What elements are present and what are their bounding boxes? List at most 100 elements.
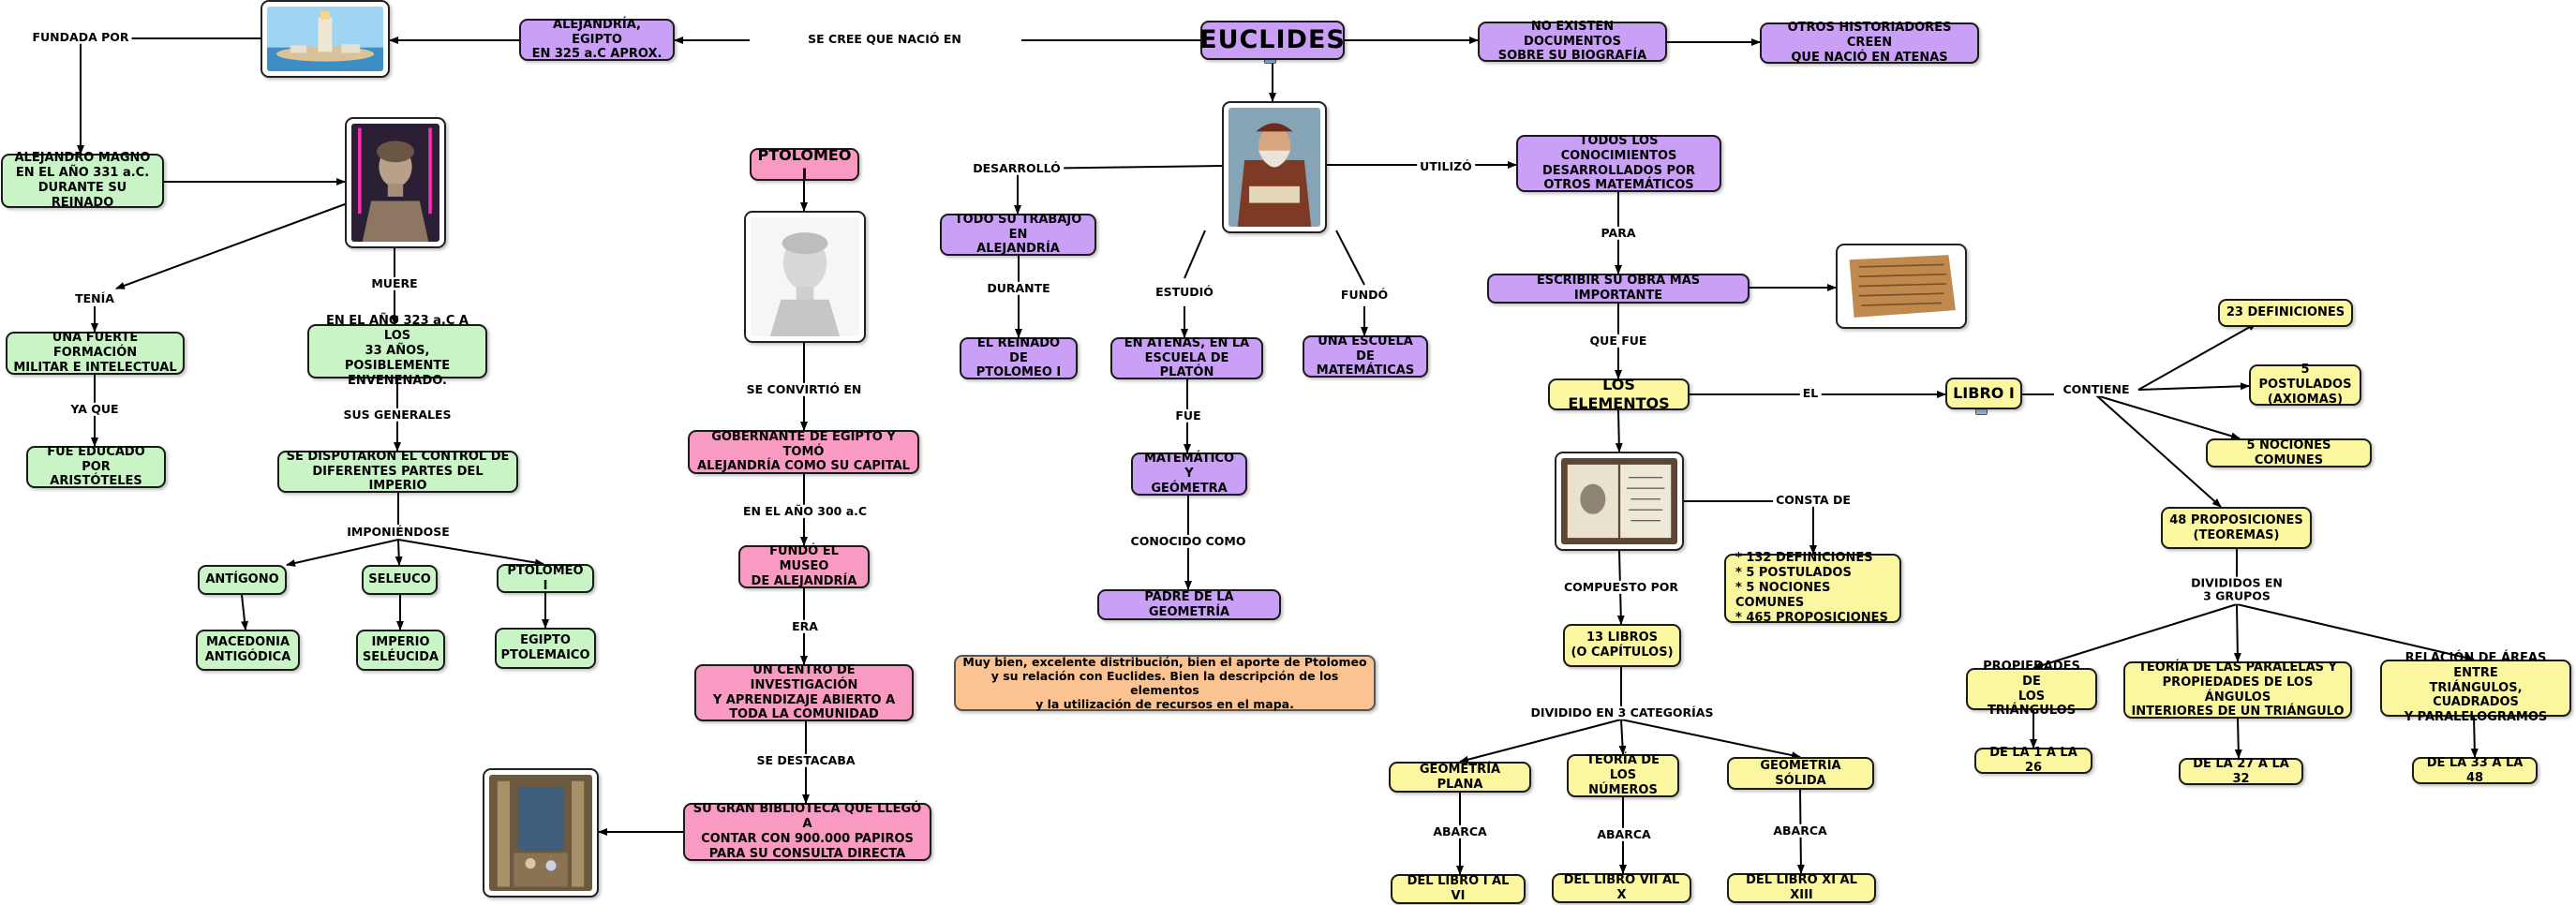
node-libro-xi-xiii[interactable]: DEL LIBRO XI AL XIII — [1727, 873, 1876, 903]
label-abarca: ABARCA — [1430, 824, 1490, 839]
node-museo[interactable]: FUNDÓ EL MUSEO DE ALEJANDRÍA — [738, 544, 870, 588]
node-egipto-ptolemaico[interactable]: EGIPTO PTOLEMAICO — [495, 628, 596, 669]
connector-line — [1615, 409, 1623, 452]
connector-line — [2095, 394, 2241, 440]
label-utilizo: UTILIZÓ — [1417, 159, 1475, 174]
label-tenia: TENÍA — [72, 291, 117, 306]
node-imperio-seleucida[interactable]: IMPERIO SELÉUCIDA — [356, 630, 445, 671]
label-dividido-en: DIVIDIDO EN 3 CATEGORÍAS — [1527, 705, 1717, 720]
label-compuesto-por: COMPUESTO POR — [1560, 580, 1682, 595]
connector-line — [1335, 230, 1365, 286]
node-48-proposiciones[interactable]: 48 PROPOSICIONES (TEOREMAS) — [2161, 507, 2312, 549]
label-ya-que: YA QUE — [67, 402, 122, 417]
node-biblioteca[interactable]: SU GRAN BIBLIOTECA QUE LLEGÓ A CONTAR CO… — [683, 802, 931, 861]
node-centro[interactable]: UN CENTRO DE INVESTIGACIÓN Y APRENDIZAJE… — [694, 663, 914, 721]
node-reinado-ptolomeo[interactable]: EL REINADO DE PTOLOMEO I — [960, 336, 1078, 379]
node-matematico[interactable]: MATEMÁTICO Y GEÓMETRA — [1131, 452, 1247, 496]
node-antigono[interactable]: ANTÍGONO — [198, 565, 287, 595]
label-durante: DURANTE — [984, 281, 1053, 296]
node-alejandria-egipto[interactable]: ALEJANDRÍA, EGIPTO EN 325 a.C APROX. — [519, 18, 675, 61]
node-muerte[interactable]: EN EL AÑO 323 a.C A LOS 33 AÑOS, POSIBLE… — [307, 314, 487, 388]
label-fundada-por: FUNDADA POR — [29, 30, 132, 45]
node-de-27-32[interactable]: DE LA 27 A LA 32 — [2179, 757, 2303, 786]
node-macedonia[interactable]: MACEDONIA ANTIGÓDICA — [196, 630, 300, 671]
node-otros-historiadores[interactable]: OTROS HISTORIADORES CREEN QUE NACIÓ EN A… — [1760, 21, 1979, 65]
label-fundo: FUNDÓ — [1337, 288, 1392, 303]
node-alejandro-magno[interactable]: ALEJANDRO MAGNO EN EL AÑO 331 a.C. DURAN… — [1, 151, 164, 210]
ptolemy-bust-image — [744, 211, 866, 343]
label-abarca: ABARCA — [1594, 827, 1654, 842]
node-de-33-48[interactable]: DE LA 33 A LA 48 — [2412, 756, 2538, 785]
node-atenas-platon[interactable]: EN ATENAS, EN LA ESCUELA DE PLATÓN — [1110, 336, 1263, 379]
node-formacion[interactable]: UNA FUERTE FORMACIÓN MILITAR E INTELECTU… — [6, 331, 185, 375]
label-contiene: CONTIENE — [2060, 382, 2133, 397]
node-los-elementos[interactable]: LOS ELEMENTOS — [1548, 376, 1690, 412]
node-teoria-numeros[interactable]: TEORÍA DE LOS NÚMEROS — [1567, 753, 1679, 797]
label-estudio: ESTUDIÓ — [1153, 285, 1216, 300]
node-5-postulados[interactable]: 5 POSTULADOS (AXIOMAS) — [2249, 363, 2361, 407]
label-era: ERA — [789, 619, 821, 634]
label-imponiendose: IMPONIÉNDOSE — [344, 525, 453, 540]
label-fue: FUE — [1172, 408, 1204, 423]
connector-line — [2033, 603, 2238, 670]
node-no-documentos[interactable]: NO EXISTEN DOCUMENTOS SOBRE SU BIOGRAFÍA — [1478, 20, 1667, 63]
node-todo-trabajo[interactable]: TODO SU TRABAJO EN ALEJANDRÍA — [940, 213, 1096, 256]
node-propiedades-triangulos[interactable]: PROPIEDADES DE LOS TRIÁNGULOS — [1966, 660, 2097, 718]
library-painting-image — [483, 768, 599, 898]
node-padre-geometria[interactable]: PADRE DE LA GEOMETRÍA — [1097, 589, 1281, 620]
label-desarrollo: DESARROLLÓ — [970, 161, 1064, 176]
node-euclides[interactable]: EUCLIDES — [1199, 21, 1345, 60]
connector-line — [1184, 230, 1206, 279]
label-que-fue: QUE FUE — [1586, 334, 1650, 349]
node-ptolomeo-green[interactable]: PTOLOMEO I — [497, 564, 594, 593]
connector-line — [115, 203, 346, 289]
connector-line — [2095, 394, 2222, 508]
label-se-convirtio: SE CONVIRTIÓ EN — [743, 382, 865, 397]
node-gobernante[interactable]: GOBERNANTE DE EGIPTO Y TOMÓ ALEJANDRÍA C… — [688, 430, 919, 474]
node-de-1-26[interactable]: DE LA 1 A LA 26 — [1974, 746, 2092, 775]
lighthouse-of-alexandria-image — [261, 0, 390, 78]
label-se-destacaba: SE DESTACABA — [753, 753, 858, 768]
node-seleuco[interactable]: SELEUCO — [362, 565, 438, 595]
label-divididos-en: DIVIDIDOS EN 3 GRUPOS — [2188, 576, 2286, 604]
label-para: PARA — [1598, 226, 1639, 241]
euclid-portrait-image — [1222, 101, 1327, 233]
label-se-cree: SE CREE QUE NACIÓ EN — [805, 32, 964, 47]
connector-line — [1618, 719, 1627, 755]
node-libro-i[interactable]: LIBRO I — [1945, 378, 2022, 409]
connector-line — [395, 539, 403, 566]
node-libro-i-vi[interactable]: DEL LIBRO I AL VI — [1391, 874, 1526, 904]
node-teoria-paralelas[interactable]: TEORÍA DE LAS PARALELAS Y PROPIEDADES DE… — [2123, 660, 2352, 719]
label-el: EL — [1799, 386, 1822, 401]
node-ptolomeo-pink[interactable]: PTOLOMEO I — [750, 146, 859, 183]
label-abarca: ABARCA — [1770, 823, 1830, 838]
connector-line — [2470, 716, 2479, 758]
node-geometria-solida[interactable]: GEOMETRÍA SÓLIDA — [1727, 757, 1874, 790]
connector-line — [2137, 322, 2257, 391]
node-conocimientos[interactable]: TODOS LOS CONOCIMIENTOS DESARROLLADOS PO… — [1516, 134, 1721, 192]
connector-line — [2234, 718, 2242, 759]
label-sus-generales: SUS GENERALES — [340, 408, 454, 423]
label-muere: MUERE — [368, 276, 421, 291]
node-libro-vii-x[interactable]: DEL LIBRO VII AL X — [1552, 873, 1691, 903]
node-23-definiciones[interactable]: 23 DEFINICIONES — [2218, 299, 2353, 327]
node-educado[interactable]: FUE EDUCADO POR ARISTÓTELES — [26, 445, 166, 488]
connector-line — [241, 594, 249, 631]
node-trece-libros[interactable]: 13 LIBROS (O CAPÍTULOS) — [1563, 624, 1681, 667]
node-relacion-areas[interactable]: RELACIÓN DE ÁREAS ENTRE TRIÁNGULOS, CUAD… — [2380, 651, 2571, 724]
node-escribir-obra[interactable]: ESCRIBIR SU OBRA MAS IMPORTANTE — [1487, 274, 1750, 304]
node-5-nociones[interactable]: 5 NOCIONES COMUNES — [2206, 438, 2372, 467]
label-conocido-como: CONOCIDO COMO — [1127, 534, 1249, 549]
connector-line — [397, 539, 544, 567]
node-geometria-plana[interactable]: GEOMETRÍA PLANA — [1389, 762, 1531, 793]
teacher-comment-note[interactable]: Muy bien, excelente distribución, bien e… — [954, 655, 1376, 711]
node-disputaron[interactable]: SE DISPUTARON EL CONTROL DE DIFERENTES P… — [277, 450, 518, 493]
connector-line — [1620, 719, 1801, 760]
alexander-bust-image — [345, 117, 446, 248]
node-contenido[interactable]: * 132 DEFINICIONES * 5 POSTULADOS * 5 NO… — [1724, 551, 1901, 625]
label-consta-de: CONSTA DE — [1773, 493, 1854, 508]
elements-book-image — [1555, 452, 1684, 551]
node-escuela-matematicas[interactable]: UNA ESCUELA DE MATEMÁTICAS — [1303, 334, 1428, 378]
connector-line — [2233, 603, 2241, 662]
connector-line — [1459, 719, 1622, 764]
